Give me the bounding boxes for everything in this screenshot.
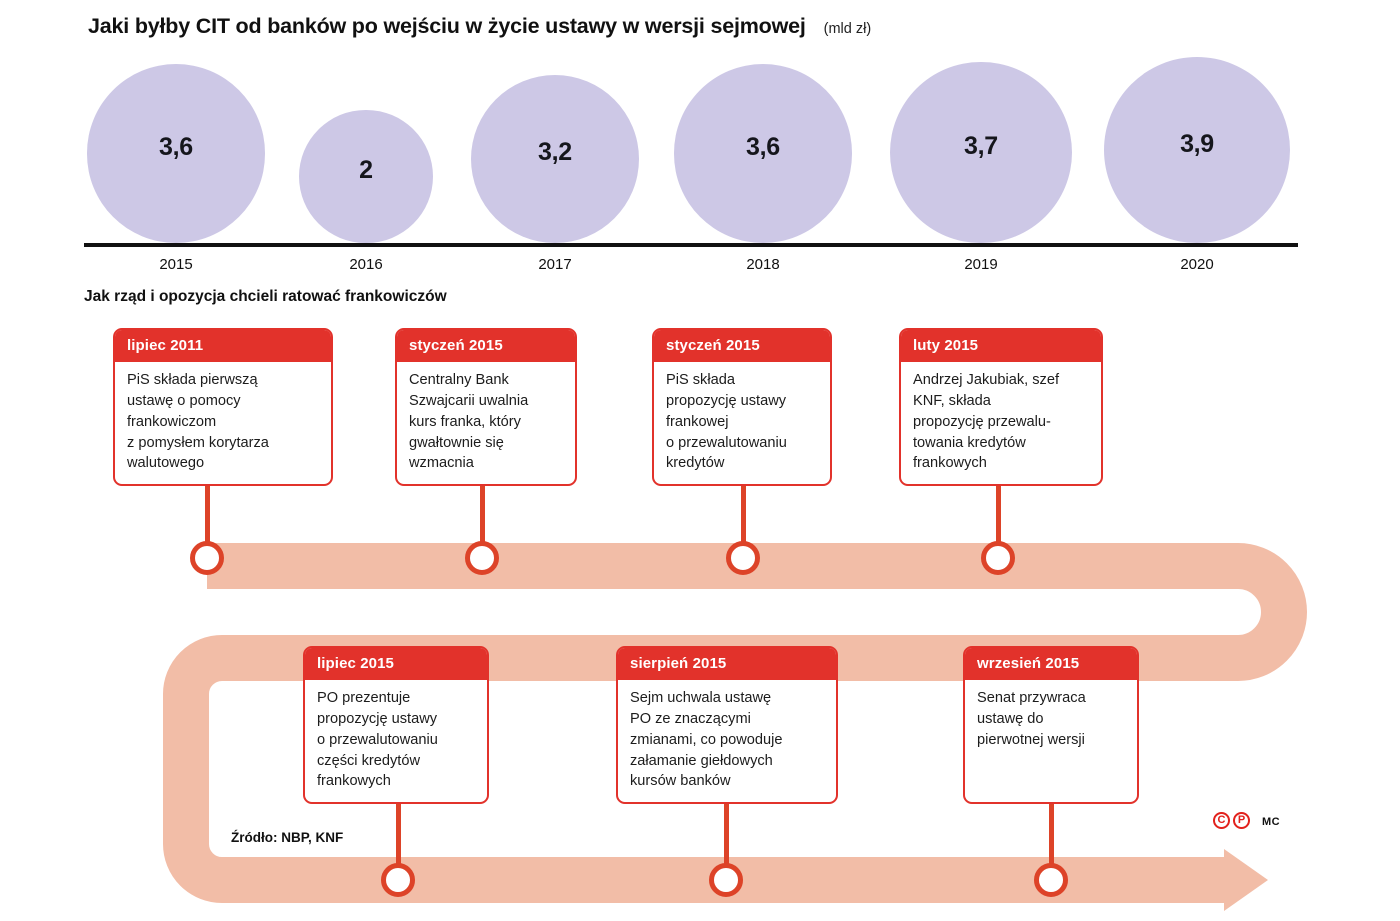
timeline-card-text: PO prezentuje propozycję ustawy o przewa…: [317, 690, 438, 790]
bubble-value-label: 3,6: [159, 133, 193, 162]
header: Jaki byłby CIT od banków po wejściu w ży…: [88, 14, 871, 39]
timeline-marker[interactable]: [1034, 863, 1068, 897]
timeline-card-date: lipiec 2015: [305, 648, 487, 680]
timeline-marker[interactable]: [709, 863, 743, 897]
chart-baseline: [84, 243, 1298, 247]
axis-tick-2020: 2020: [1180, 256, 1214, 273]
connector-stem: [480, 486, 485, 558]
connector-stem: [996, 486, 1001, 558]
timeline-card-date: luty 2015: [901, 330, 1101, 362]
axis-tick-2019: 2019: [964, 256, 998, 273]
timeline-card-date: wrzesień 2015: [965, 648, 1137, 680]
bubble-chart: 3,6 2 3,2 3,6 3,7 3,9: [0, 50, 1400, 285]
timeline-card-text: Andrzej Jakubiak, szef KNF, składa propo…: [913, 372, 1060, 472]
timeline-card-text: Senat przywraca ustawę do pierwotnej wer…: [977, 690, 1086, 748]
timeline-marker[interactable]: [465, 541, 499, 575]
timeline-card-date: styczeń 2015: [654, 330, 830, 362]
page-title: Jaki byłby CIT od banków po wejściu w ży…: [88, 14, 806, 38]
bubble-2020: 3,9: [1104, 57, 1290, 243]
connector-stem: [396, 804, 401, 880]
timeline-card-text: PiS składa propozycję ustawy frankowej o…: [666, 372, 787, 472]
bubble-2019: 3,7: [890, 61, 1072, 243]
connector-stem: [205, 486, 210, 558]
bubble-value-label: 3,7: [964, 131, 998, 160]
author-credit: MC: [1262, 816, 1280, 828]
connector-stem: [741, 486, 746, 558]
bubble-2018: 3,6: [673, 64, 853, 243]
timeline-marker[interactable]: [190, 541, 224, 575]
unit-label: (mld zł): [823, 21, 872, 37]
bubble-value-label: 3,2: [538, 138, 572, 167]
source-note: Źródło: NBP, KNF: [231, 830, 344, 845]
bubble-value-label: 2: [359, 155, 373, 184]
timeline-marker[interactable]: [981, 541, 1015, 575]
timeline-marker[interactable]: [381, 863, 415, 897]
axis-tick-2018: 2018: [746, 256, 780, 273]
axis-tick-2016: 2016: [349, 256, 383, 273]
connector-stem: [1049, 804, 1054, 880]
timeline-card[interactable]: lipiec 2015 PO prezentuje propozycję usta…: [303, 646, 489, 804]
bubble-value-label: 3,9: [1180, 129, 1214, 158]
copyright-p-icon: P: [1233, 812, 1250, 829]
bubble-2015: 3,6: [86, 64, 266, 243]
connector-stem: [724, 804, 729, 880]
timeline-card-date: lipiec 2011: [115, 330, 331, 362]
copyright-c-icon: C: [1213, 812, 1230, 829]
timeline-card-text: Sejm uchwala ustawę PO ze znaczącymi zmi…: [630, 690, 783, 790]
bubble-2016: 2: [299, 109, 433, 243]
section-subtitle: Jak rząd i opozycja chcieli ratować fran…: [84, 288, 447, 305]
bubble-value-label: 3,6: [746, 133, 780, 162]
axis-tick-2015: 2015: [159, 256, 193, 273]
timeline-card-date: styczeń 2015: [397, 330, 575, 362]
bubble-2017: 3,2: [470, 74, 640, 243]
axis-tick-2017: 2017: [538, 256, 572, 273]
timeline-marker[interactable]: [726, 541, 760, 575]
timeline-card-date: sierpień 2015: [618, 648, 836, 680]
timeline-card-text: Centralny Bank Szwajcarii uwalnia kurs f…: [409, 372, 529, 472]
copyright-logo: C P: [1213, 812, 1250, 829]
timeline-card-text: PiS składa pierwszą ustawę o pomocy fran…: [127, 372, 269, 472]
